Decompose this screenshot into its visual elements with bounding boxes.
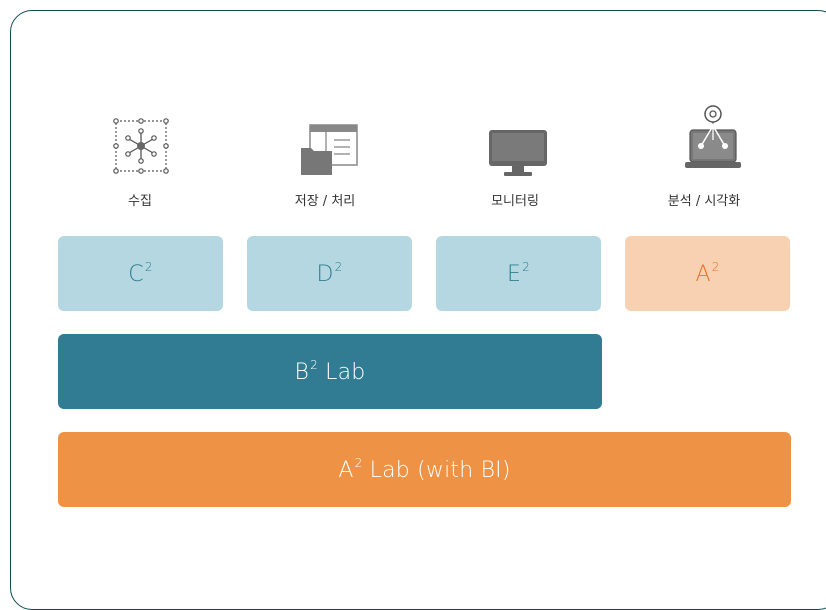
b2-lab-box: B2 Lab: [58, 334, 602, 409]
e2-box: E2: [436, 236, 601, 311]
a2-sup: 2: [711, 260, 720, 274]
d2-sup: 2: [334, 260, 343, 274]
e2-sup: 2: [522, 260, 530, 274]
d2-base: D: [316, 262, 334, 287]
a2-lab-base: A: [338, 458, 354, 483]
d2-box: D2: [247, 236, 412, 311]
a2-box: A2: [625, 236, 790, 311]
label-collect: 수집: [128, 194, 152, 209]
label-monitor: 모니터링: [491, 194, 539, 209]
b2-lab-base: B: [294, 360, 310, 385]
a2-base: A: [695, 262, 711, 287]
label-storage: 저장 / 처리: [294, 194, 356, 209]
c2-sup: 2: [144, 260, 153, 274]
a2-lab-box: A2 Lab (with BI): [58, 432, 791, 507]
c2-box: C2: [58, 236, 223, 311]
b2-lab-sup: 2: [310, 358, 318, 372]
a2-lab-suffix: Lab (with BI): [362, 458, 511, 483]
monitor-icon: [489, 130, 547, 176]
a2-lab-sup: 2: [354, 456, 363, 470]
network-collect-icon: [113, 118, 169, 174]
b2-lab-suffix: Lab: [317, 360, 366, 385]
c2-base: C: [128, 262, 144, 287]
label-analysis: 분석 / 시각화: [667, 194, 741, 209]
e2-base: E: [507, 262, 522, 287]
laptop-analysis-icon: [685, 105, 741, 168]
storage-window-icon: [301, 124, 358, 175]
